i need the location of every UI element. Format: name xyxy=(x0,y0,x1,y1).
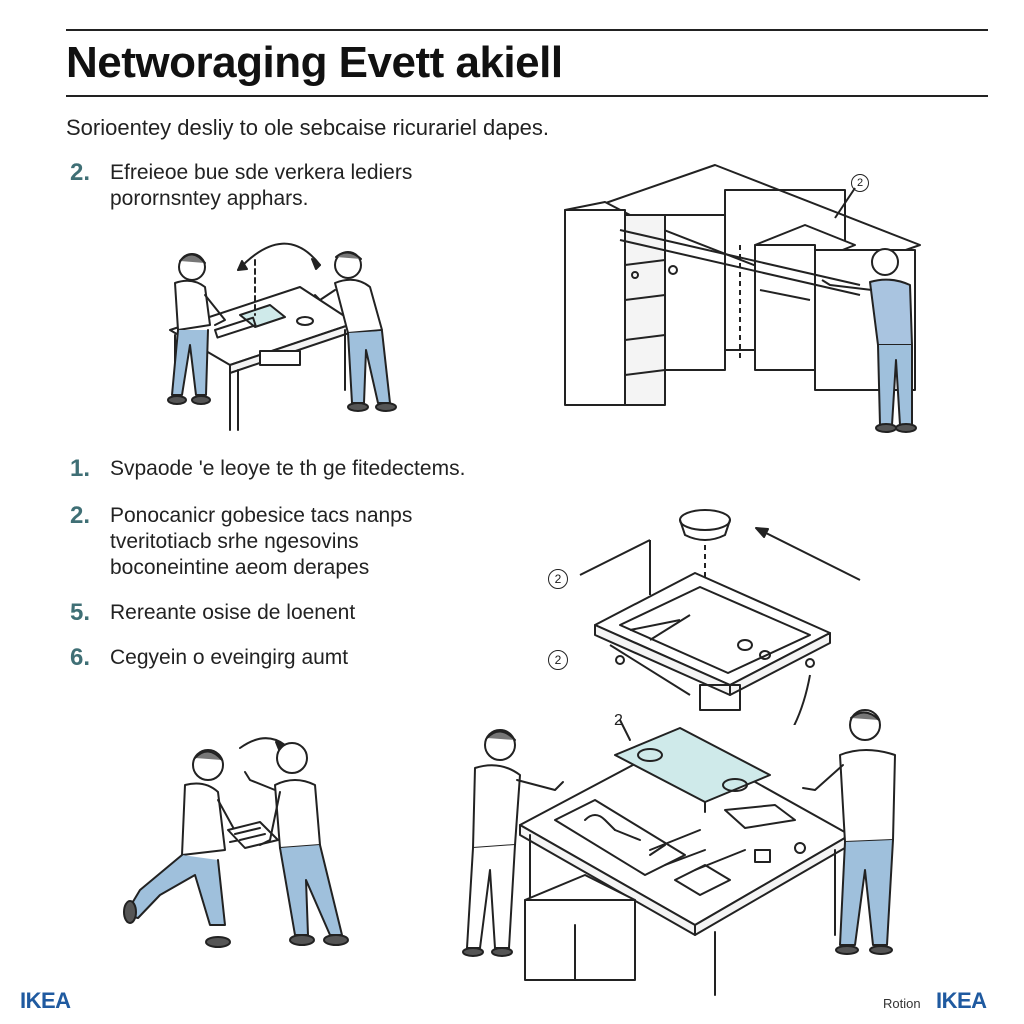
top-step: 2. Efreieoe bue sde verkera lediers poro… xyxy=(70,160,490,212)
reading-manual-illustration xyxy=(110,730,370,965)
step-5: 5. Rereante osise de loenent xyxy=(70,600,540,626)
callout-b: 2 xyxy=(548,569,568,589)
step-text-line: Efreieoe bue sde verkera lediers xyxy=(110,161,413,184)
title-rule xyxy=(66,95,988,97)
two-people-at-table-illustration xyxy=(120,225,420,440)
step-text-line: Rereante osise de loenent xyxy=(110,601,356,624)
ikea-logo-right: IKEA xyxy=(936,988,987,1013)
step-text-line: Cegyein o eveingirg aumt xyxy=(110,646,349,669)
page-title: Networaging Evett akiell xyxy=(66,38,563,87)
step-1: 1. Svpaode 'e leoye te th ge fitedectems… xyxy=(70,456,540,482)
exploded-assembly-illustration xyxy=(560,495,880,725)
intro-text: Sorioentey desliy to ole sebcaise ricura… xyxy=(66,115,550,140)
step-number: 1. xyxy=(70,455,91,482)
cabinet-assembly-illustration xyxy=(560,160,930,440)
step-2: 2. Ponocanicr gobesice tacs nanps tverit… xyxy=(70,503,540,581)
step-text-line: porornsntey apphars. xyxy=(110,187,309,210)
callout-c: 2 xyxy=(548,650,568,670)
footer-note: Rotion xyxy=(883,996,921,1011)
assembly-table-illustration xyxy=(455,700,925,1000)
callout-a: 2 xyxy=(851,174,869,192)
top-rule xyxy=(66,29,988,31)
callout-d: 2 xyxy=(614,712,623,729)
step-text-line: boconeintine aeom derapes xyxy=(110,556,370,579)
step-number: 6. xyxy=(70,644,91,671)
step-text-line: Svpaode 'e leoye te th ge fitedectems. xyxy=(110,457,466,480)
step-number: 2. xyxy=(70,502,91,529)
step-text-line: Ponocanicr gobesice tacs nanps xyxy=(110,504,413,527)
step-6: 6. Cegyein o eveingirg aumt xyxy=(70,645,540,671)
step-text-line: tveritotiacb srhe ngesovins xyxy=(110,530,359,553)
step-number: 5. xyxy=(70,599,91,626)
step-number: 2. xyxy=(70,159,91,186)
ikea-logo-left: IKEA xyxy=(20,988,71,1013)
